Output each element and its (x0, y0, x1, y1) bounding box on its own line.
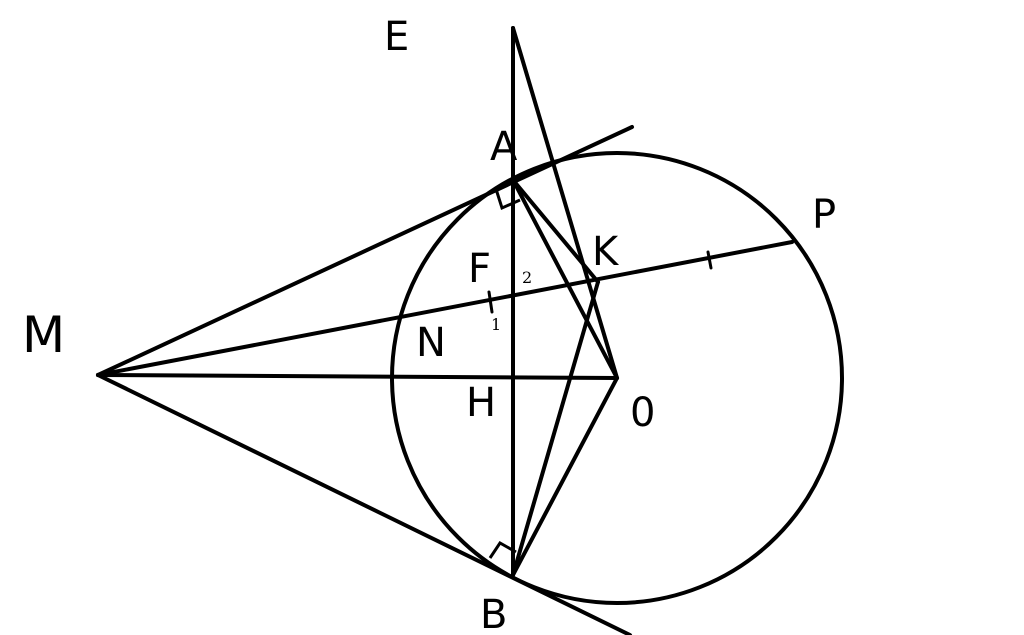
segment-mo (96, 373, 619, 380)
tick-mark-kp (706, 250, 713, 270)
label-e: E (384, 14, 409, 60)
label-b: B (480, 592, 507, 635)
label-k: K (592, 229, 620, 275)
label-a: A (490, 124, 518, 170)
segment-ak (511, 178, 600, 284)
segment-bo (511, 376, 619, 577)
right-angle-mark-b (488, 541, 517, 559)
tangent-ma (96, 125, 634, 377)
label-o: 0 (630, 390, 655, 436)
secant-mp (96, 240, 794, 377)
segment-eo (511, 26, 619, 380)
tangent-mb (96, 373, 632, 635)
segment-ao (511, 178, 619, 380)
angle-label-1: 1 (491, 315, 501, 334)
label-h: H (466, 380, 496, 426)
tick-mark-fn (487, 290, 494, 314)
segment-bk (511, 280, 600, 577)
label-p: P (812, 192, 836, 238)
right-angle-mark-a (494, 188, 521, 211)
label-f: F (468, 246, 491, 292)
angle-label-2: 2 (522, 268, 532, 287)
label-m: M (22, 306, 65, 364)
label-n: N (416, 320, 446, 366)
